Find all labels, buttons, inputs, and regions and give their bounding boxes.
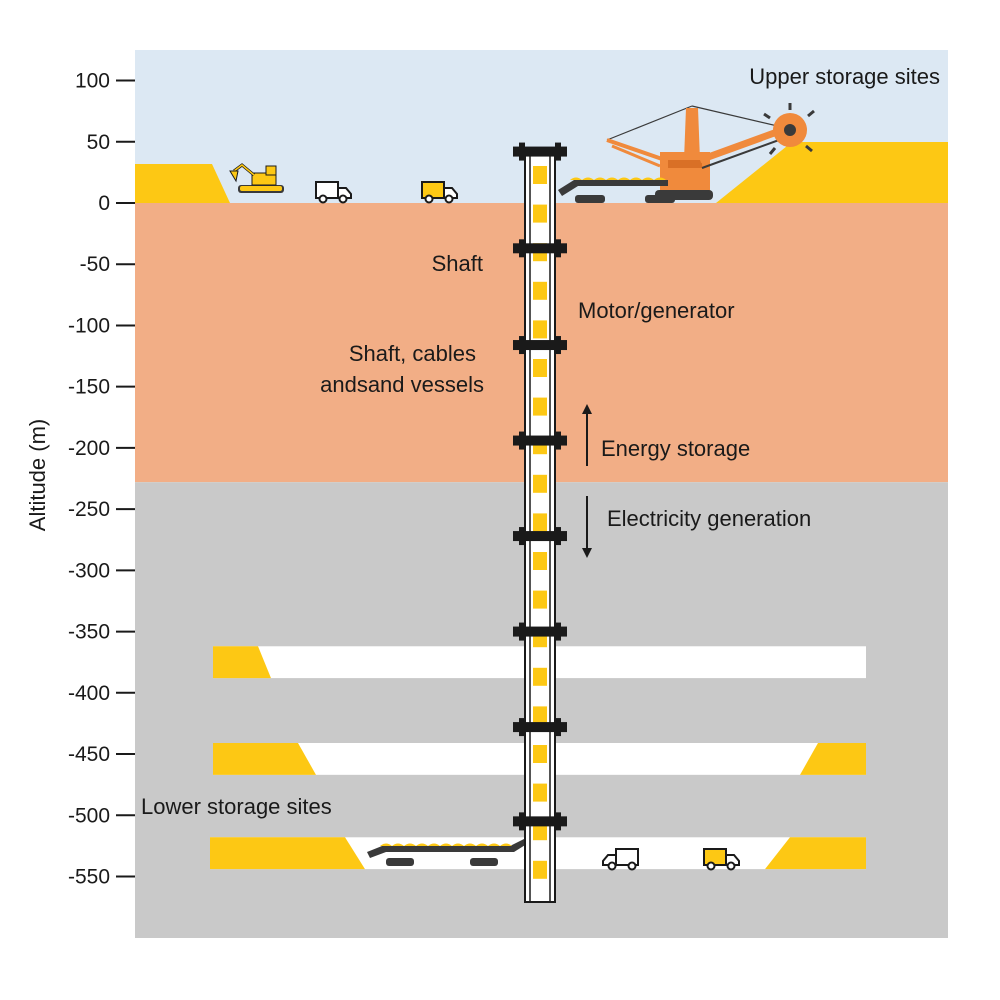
sand-vessel xyxy=(533,359,547,377)
axis-tick-label: -300 xyxy=(68,559,110,582)
lower-storage-label: Lower storage sites xyxy=(141,794,332,819)
upper-right-sand-pile xyxy=(716,142,948,203)
axis-tick-label: -550 xyxy=(68,865,110,888)
motor-generator-junction xyxy=(513,531,567,542)
sand-vessel xyxy=(533,474,547,493)
axis-tick-label: 0 xyxy=(98,192,110,215)
excavator-icon xyxy=(229,163,284,193)
motor-generator-junction xyxy=(513,722,567,733)
upper-sand-piles xyxy=(135,142,948,203)
truck-loaded-icon xyxy=(421,181,458,204)
axis-tick-label: -200 xyxy=(68,437,110,460)
sand-vessel xyxy=(533,706,547,725)
shaft-cables-label-line2: andsand vessels xyxy=(320,372,484,397)
shaft-label: Shaft xyxy=(432,251,483,276)
junction-clamp-left xyxy=(519,142,525,161)
sand-vessel xyxy=(533,281,547,300)
lower-conveyor-icon xyxy=(367,838,530,866)
junction-clamp-right xyxy=(555,622,561,641)
electricity-generation-label: Electricity generation xyxy=(607,506,811,531)
junction-clamp-right xyxy=(555,336,561,355)
upper-storage-label: Upper storage sites xyxy=(749,64,940,89)
junction-clamp-left xyxy=(519,527,525,546)
axis-tick-label: -100 xyxy=(68,314,110,337)
sand-vessel xyxy=(533,822,547,841)
upper-left-sand-pile xyxy=(135,164,230,203)
axis-tick-label: -150 xyxy=(68,376,110,399)
sand-vessel xyxy=(533,204,547,223)
motor-generator-junction xyxy=(513,340,567,351)
axis-tick-label: 50 xyxy=(87,131,110,154)
motor-generator-junction xyxy=(513,626,567,637)
axis-tick-label: 100 xyxy=(75,70,110,93)
motor-generator-junction xyxy=(513,146,567,157)
axis-label: Altitude (m) xyxy=(25,419,50,531)
shaft-cables-label-line1: Shaft, cables xyxy=(349,341,476,366)
axis-tick-label: -400 xyxy=(68,682,110,705)
junction-clamp-right xyxy=(555,239,561,258)
junction-clamp-right xyxy=(555,812,561,831)
sand-vessel xyxy=(533,513,547,532)
junction-clamp-left xyxy=(519,718,525,737)
motor-generator-junction xyxy=(513,435,567,446)
sand-vessel xyxy=(533,783,547,802)
sand-vessel xyxy=(533,590,547,609)
junction-clamp-left xyxy=(519,431,525,450)
truck-empty-icon xyxy=(315,181,352,204)
axis-tick-label: -250 xyxy=(68,498,110,521)
junction-clamp-right xyxy=(555,527,561,546)
sand-vessel xyxy=(533,166,547,184)
junction-clamp-right xyxy=(555,142,561,161)
junction-clamp-left xyxy=(519,239,525,258)
sand-vessel xyxy=(533,860,547,879)
junction-clamp-right xyxy=(555,718,561,737)
shaft xyxy=(513,142,567,903)
axis-tick-label: -50 xyxy=(80,253,110,276)
junction-clamp-left xyxy=(519,812,525,831)
altitude-axis: 100 50 0 -50 -100 -150 -200 -250 -300 -350 -400 -45… xyxy=(68,70,135,888)
motor-generator-junction xyxy=(513,243,567,254)
gallery-right-sand-pile xyxy=(800,743,866,775)
gallery-left-sand-pile xyxy=(213,743,316,775)
junction-clamp-left xyxy=(519,336,525,355)
gallery-left-sand-pile xyxy=(210,837,365,870)
axis-tick-label: -350 xyxy=(68,621,110,644)
junction-clamp-left xyxy=(519,622,525,641)
sand-vessel xyxy=(533,552,547,570)
lower-truck-loaded-icon xyxy=(703,848,740,871)
bucket-wheel-reclaimer-icon xyxy=(558,103,815,203)
axis-tick-label: -500 xyxy=(68,804,110,827)
motor-generator-junction xyxy=(513,816,567,827)
axis-tick-label: -450 xyxy=(68,743,110,766)
lower-truck-empty-icon xyxy=(602,848,639,871)
junction-clamp-right xyxy=(555,431,561,450)
gallery-right-sand-pile xyxy=(765,837,866,870)
electricity-generation-arrow xyxy=(582,496,592,558)
motor-generator-label: Motor/generator xyxy=(578,298,735,323)
sand-vessel xyxy=(533,320,547,339)
gallery-left-sand-pile xyxy=(213,646,271,679)
sand-vessel xyxy=(533,667,547,686)
energy-storage-arrow xyxy=(582,404,592,466)
sand-vessel xyxy=(533,745,547,763)
sand-vessel xyxy=(533,397,547,416)
energy-storage-label: Energy storage xyxy=(601,436,750,461)
